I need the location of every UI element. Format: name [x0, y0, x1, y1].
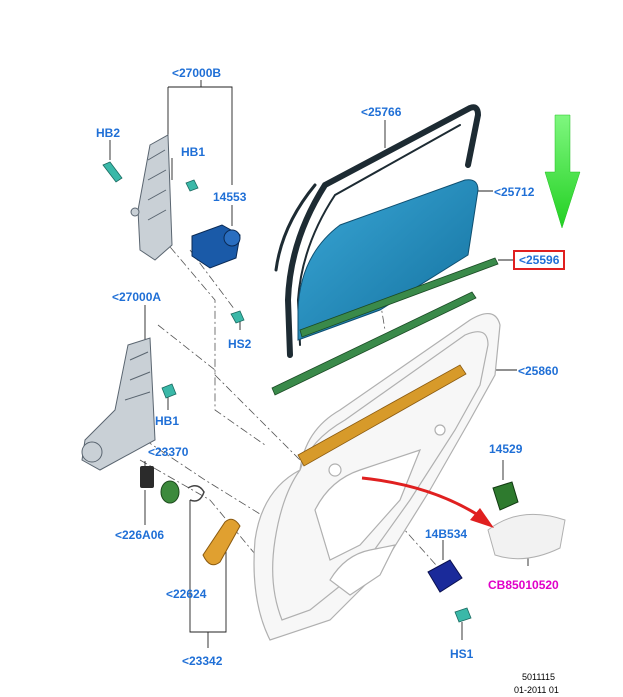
label-14529: 14529: [489, 442, 523, 456]
regulator-lower: [81, 337, 156, 471]
label-hs1: HS1: [450, 647, 474, 661]
label-25712: <25712: [494, 185, 535, 199]
footer-date: 01-2011 01: [514, 685, 559, 695]
window-motor: [191, 224, 241, 269]
label-hb1-upper: HB1: [181, 145, 206, 159]
window-crank-23342: [202, 518, 241, 566]
label-25860: <25860: [518, 364, 559, 378]
green-down-arrow: [544, 114, 581, 229]
switch-bezel: [487, 513, 566, 560]
label-hb2: HB2: [96, 126, 121, 140]
label-14553: 14553: [213, 190, 247, 204]
bolts: [102, 161, 472, 623]
module-14B534: [427, 559, 463, 593]
label-25766: <25766: [361, 105, 402, 119]
label-22624: <22624: [166, 587, 207, 601]
label-hb1-lower: HB1: [155, 414, 180, 428]
rear-channel: [297, 364, 467, 467]
label-cb85010520: CB85010520: [488, 578, 559, 592]
belt-weatherstrip: [271, 257, 499, 396]
leader-lines: [109, 80, 529, 648]
glass-run-channel: [274, 104, 482, 358]
footer-code: 5011115: [522, 672, 556, 682]
door-glass: [297, 179, 479, 341]
clip-226A06: [140, 466, 154, 488]
label-23370: <23370: [148, 445, 189, 459]
door-panel: [253, 313, 501, 641]
switch-14529: [492, 481, 519, 511]
spring-clip-22624: [187, 485, 205, 502]
escutcheon-23370: [160, 480, 180, 504]
label-23342: <23342: [182, 654, 223, 668]
label-hs2: HS2: [228, 337, 252, 351]
red-arrow: [361, 476, 494, 528]
label-25596-highlighted: <25596: [513, 250, 566, 270]
label-27000a: <27000A: [112, 290, 162, 304]
label-27000b: <27000B: [172, 66, 222, 80]
regulator-upper: [130, 134, 173, 261]
label-14b534: 14B534: [425, 527, 468, 541]
label-226a06: <226A06: [115, 528, 165, 542]
